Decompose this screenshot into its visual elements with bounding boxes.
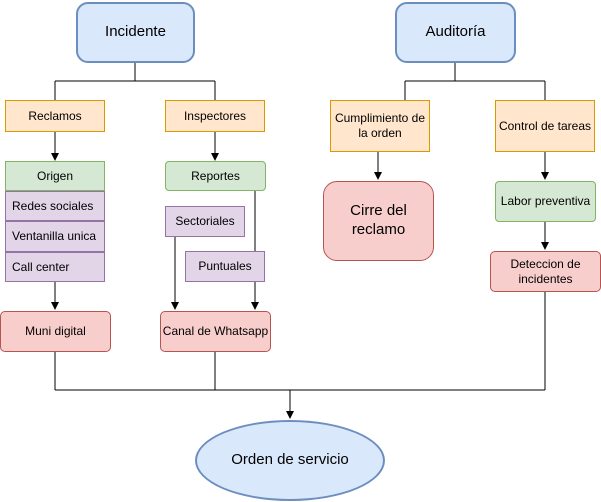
node-cierre-reclamo[interactable]: Cirre del reclamo: [323, 181, 434, 261]
node-sectoriales[interactable]: Sectoriales: [165, 206, 245, 237]
node-reclamos[interactable]: Reclamos: [5, 100, 105, 132]
node-deteccion-incidentes[interactable]: Deteccion de incidentes: [490, 251, 601, 292]
node-inspectores[interactable]: Inspectores: [165, 100, 265, 132]
node-reportes[interactable]: Reportes: [165, 161, 266, 191]
node-redes-sociales[interactable]: Redes sociales: [5, 191, 105, 221]
node-canal-whatsapp[interactable]: Canal de Whatsapp: [160, 311, 271, 352]
node-labor-preventiva[interactable]: Labor preventiva: [495, 181, 596, 222]
node-cumplimiento[interactable]: Cumplimiento de la orden: [330, 100, 430, 152]
node-orden-servicio[interactable]: Orden de servicio: [195, 420, 385, 501]
node-auditoria[interactable]: Auditoría: [395, 2, 516, 63]
node-incidente[interactable]: Incidente: [76, 2, 195, 63]
node-call-center[interactable]: Call center: [5, 252, 105, 282]
node-muni-digital[interactable]: Muni digital: [0, 311, 111, 352]
node-control[interactable]: Control de tareas: [495, 100, 595, 152]
node-origen[interactable]: Origen: [5, 161, 105, 191]
node-puntuales[interactable]: Puntuales: [185, 251, 265, 282]
node-ventanilla-unica[interactable]: Ventanilla unica: [5, 221, 105, 252]
